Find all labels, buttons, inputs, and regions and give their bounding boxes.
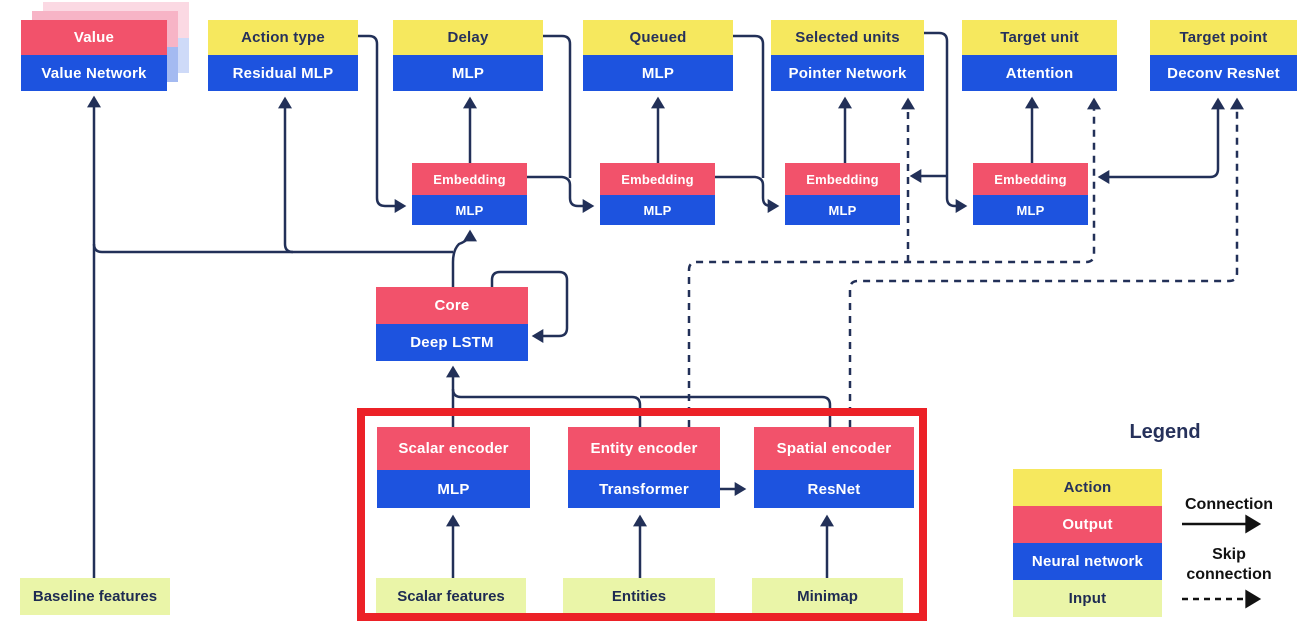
embedding-4-label: Embedding — [973, 163, 1088, 195]
head-value: Value Value Network — [21, 20, 167, 91]
deconv-resnet-label: Deconv ResNet — [1150, 55, 1297, 91]
head-action-type: Action type Residual MLP — [208, 20, 358, 91]
legend-action: Action — [1013, 469, 1162, 506]
embedding-1-label: Embedding — [412, 163, 527, 195]
encoder-highlight-frame — [357, 408, 927, 621]
input-baseline-features: Baseline features — [20, 578, 170, 615]
legend-skip-connection-label: Skip connection — [1186, 546, 1272, 583]
resnet-label: ResNet — [754, 470, 914, 508]
embedding-1: Embedding MLP — [412, 163, 527, 225]
conn-embedding-1-to-embedding-2 — [527, 175, 595, 213]
target-unit-label: Target unit — [962, 20, 1117, 55]
conn-embedding-4-deconv-resnet — [1097, 97, 1225, 184]
conn-embedding-2-to-embedding-3 — [715, 175, 780, 213]
legend-neural-network: Neural network — [1013, 543, 1162, 580]
target-point-label: Target point — [1150, 20, 1297, 55]
embedding-2: Embedding MLP — [600, 163, 715, 225]
legend-title: Legend — [1129, 421, 1201, 443]
head-target-unit: Target unit Attention — [962, 20, 1117, 91]
input-scalar-features: Scalar features — [376, 578, 526, 615]
embedding-1-mlp-label: MLP — [412, 195, 527, 225]
embedding-3-mlp-label: MLP — [785, 195, 900, 225]
scalar-mlp-label: MLP — [377, 470, 530, 508]
delay-mlp-label: MLP — [393, 55, 543, 91]
embedding-4: Embedding MLP — [973, 163, 1088, 225]
queued-label: Queued — [583, 20, 733, 55]
skip-spatial-to-deconv-resnet — [848, 97, 1244, 427]
embedding-3-label: Embedding — [785, 163, 900, 195]
conn-delay-down — [543, 34, 572, 178]
pointer-network-label: Pointer Network — [771, 55, 924, 91]
attention-label: Attention — [962, 55, 1117, 91]
scalar-encoder-block: Scalar encoder MLP — [377, 427, 530, 508]
skip-entity-to-attention — [687, 97, 1101, 427]
legend-output: Output — [1013, 506, 1162, 543]
legend-color-key: Action Output Neural network Input — [1013, 469, 1162, 617]
action-type-label: Action type — [208, 20, 358, 55]
queued-mlp-label: MLP — [583, 55, 733, 91]
conn-selected-units-to-embedding-4 — [924, 31, 968, 213]
embedding-4-mlp-label: MLP — [973, 195, 1088, 225]
embedding-2-label: Embedding — [600, 163, 715, 195]
legend-input: Input — [1013, 580, 1162, 617]
conn-queued-down — [733, 34, 765, 178]
input-minimap: Minimap — [752, 578, 903, 615]
residual-mlp-label: Residual MLP — [208, 55, 358, 91]
spatial-encoder-block: Spatial encoder ResNet — [754, 427, 914, 508]
embedding-3: Embedding MLP — [785, 163, 900, 225]
head-selected-units: Selected units Pointer Network — [771, 20, 924, 91]
head-delay: Delay MLP — [393, 20, 543, 91]
spatial-encoder-label: Spatial encoder — [754, 427, 914, 470]
delay-label: Delay — [393, 20, 543, 55]
entity-encoder-label: Entity encoder — [568, 427, 720, 470]
selected-units-label: Selected units — [771, 20, 924, 55]
core-block: Core Deep LSTM — [376, 287, 528, 361]
head-queued: Queued MLP — [583, 20, 733, 91]
head-target-point: Target point Deconv ResNet — [1150, 20, 1297, 91]
core-label: Core — [376, 287, 528, 324]
input-entities: Entities — [563, 578, 715, 615]
scalar-encoder-label: Scalar encoder — [377, 427, 530, 470]
deep-lstm-label: Deep LSTM — [376, 324, 528, 361]
conn-core-to-embedding-1 — [451, 229, 477, 287]
transformer-label: Transformer — [568, 470, 720, 508]
value-network-label: Value Network — [21, 55, 167, 91]
legend-connection-label: Connection — [1185, 496, 1273, 513]
conn-core-branch-left — [92, 243, 453, 254]
embedding-2-mlp-label: MLP — [600, 195, 715, 225]
value-output-label: Value — [21, 20, 167, 55]
conn-branch-to-residual-mlp — [278, 96, 294, 254]
entity-encoder-block: Entity encoder Transformer — [568, 427, 720, 508]
